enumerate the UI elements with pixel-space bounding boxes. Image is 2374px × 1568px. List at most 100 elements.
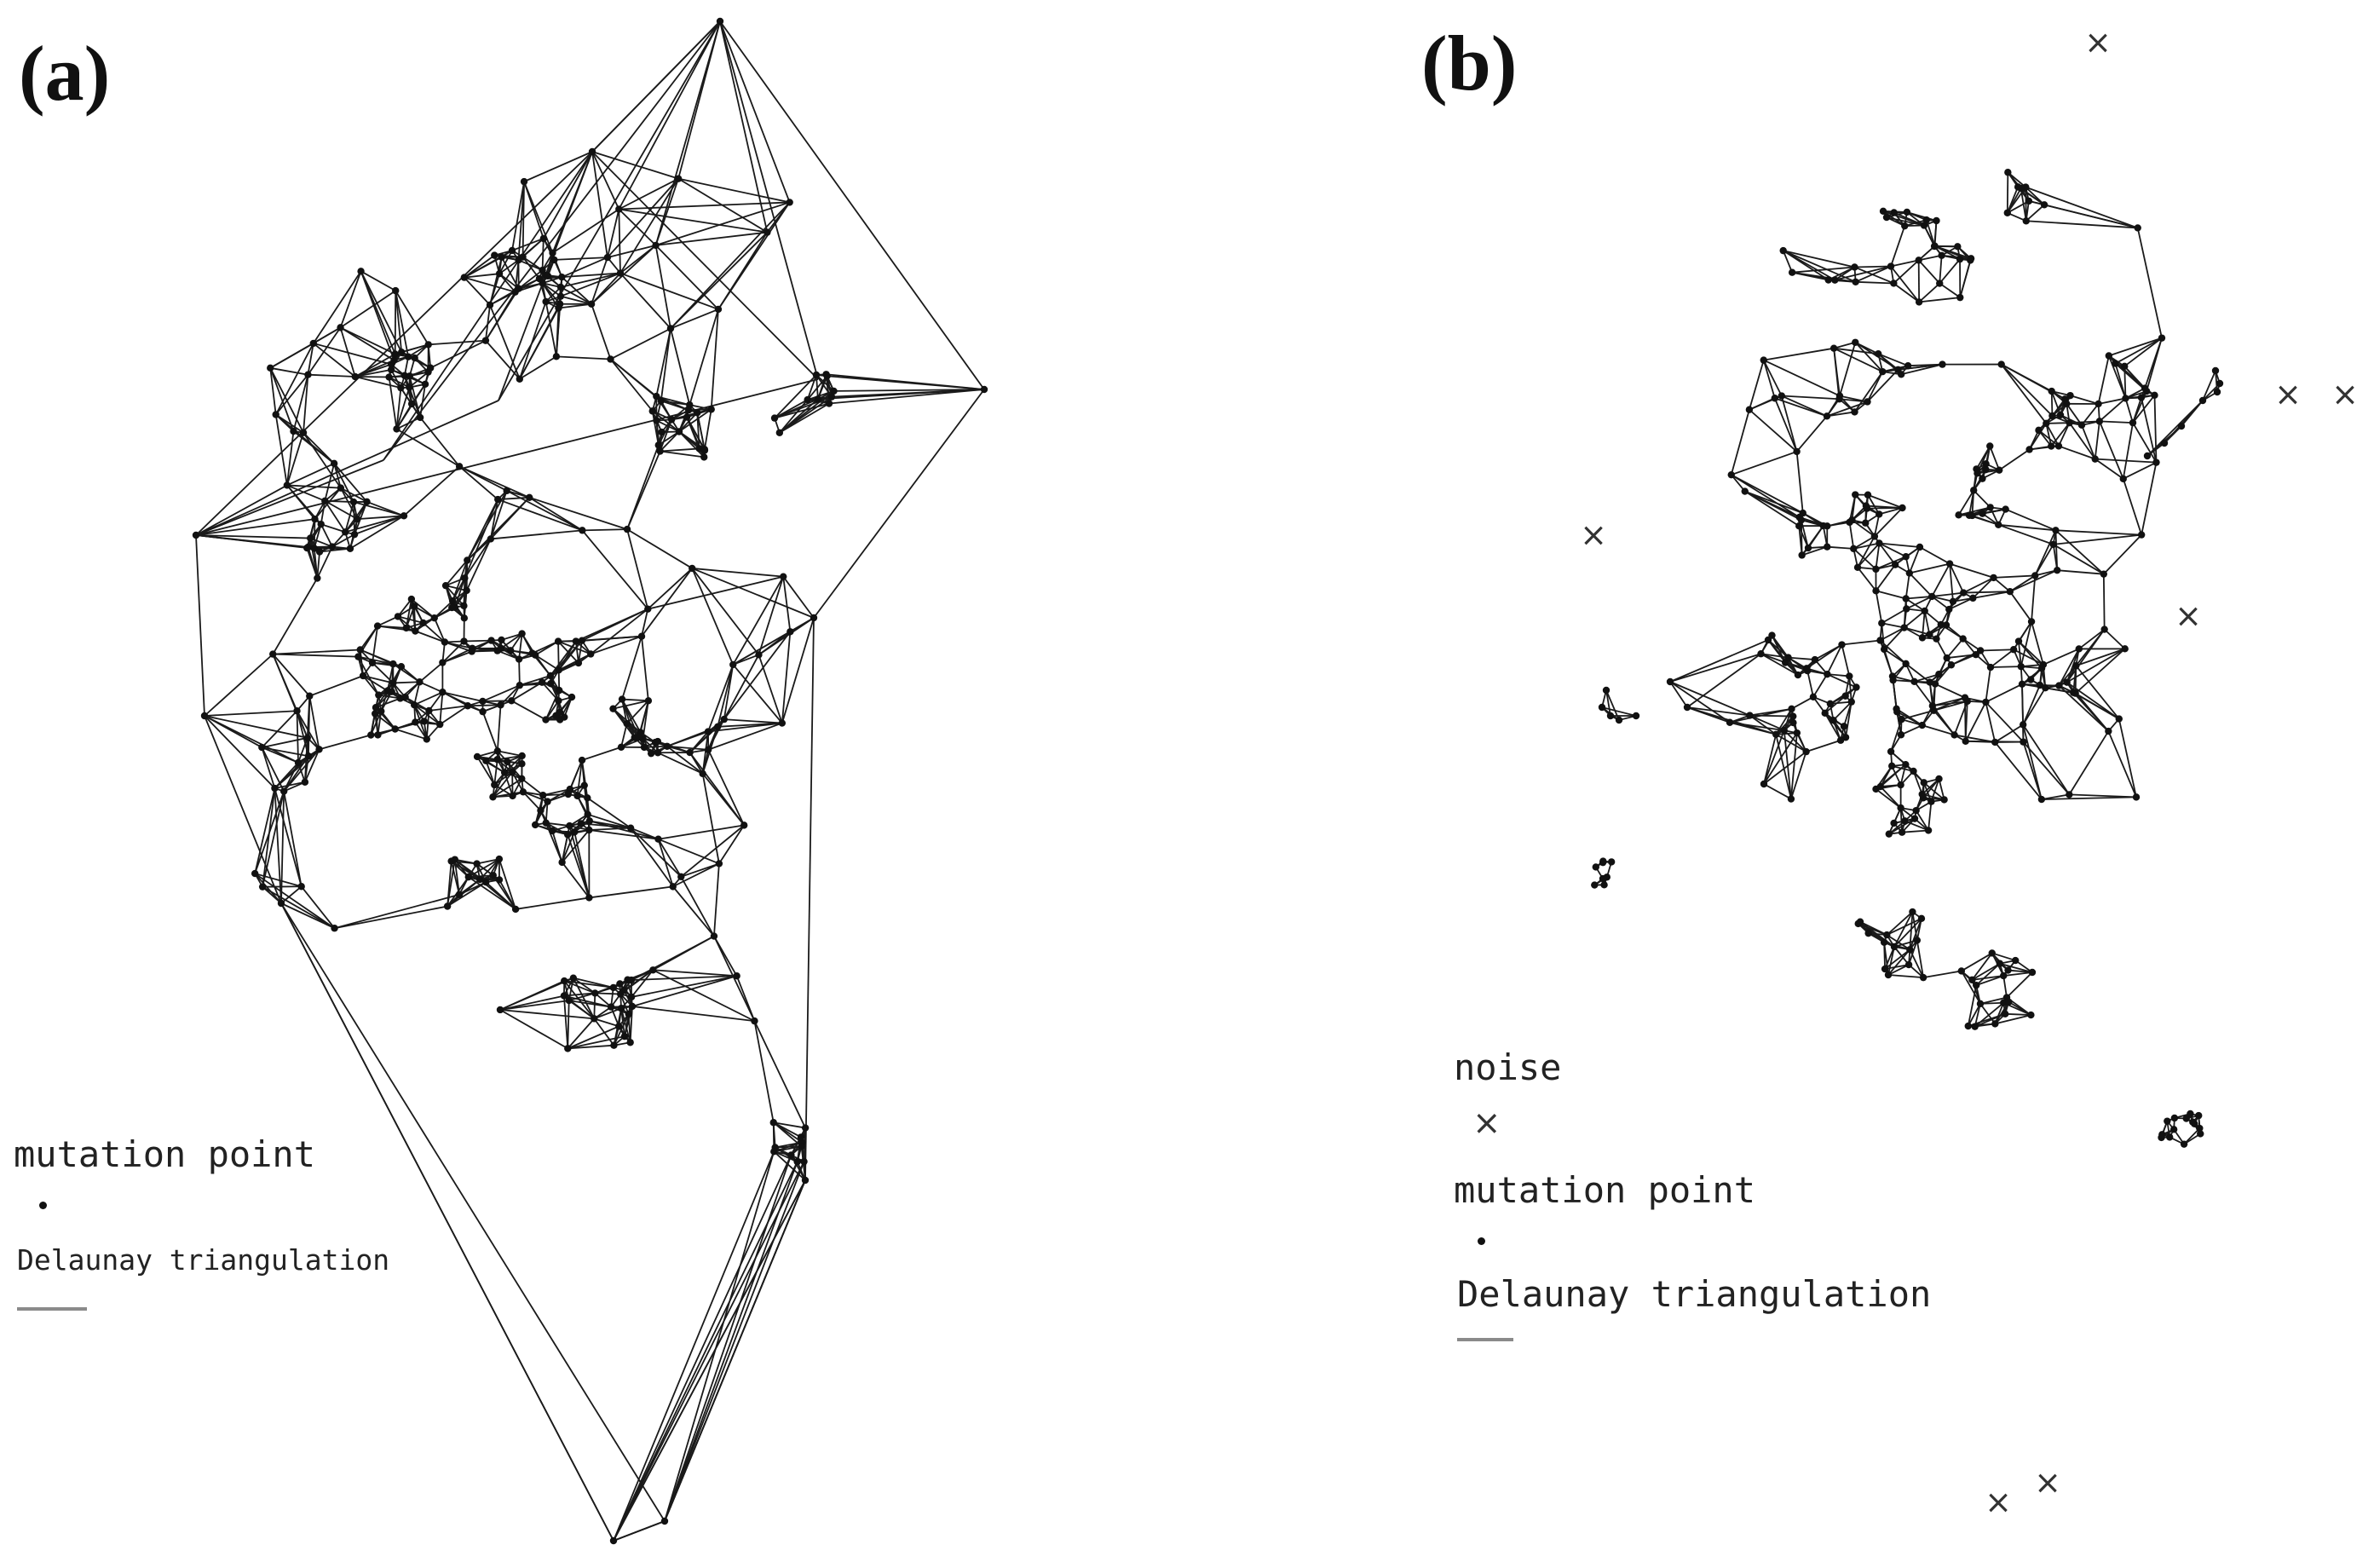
delaunay-edge [403, 465, 460, 516]
mutation-point [1973, 981, 1980, 989]
delaunay-edge [1801, 545, 1828, 556]
mutation-point [503, 487, 510, 495]
delaunay-edge [2002, 975, 2008, 998]
delaunay-edge [613, 1150, 775, 1542]
delaunay-edge [545, 822, 563, 863]
mutation-point [473, 752, 481, 761]
delaunay-edge [666, 745, 709, 751]
mutation-point [1829, 716, 1837, 724]
mutation-point [448, 597, 457, 605]
delaunay-edge [1949, 562, 1994, 579]
delaunay-edge [2068, 422, 2096, 460]
mutation-point [2211, 366, 2220, 375]
delaunay-edge [1930, 778, 1940, 803]
delaunay-edge [563, 992, 596, 997]
mutation-point [1819, 522, 1827, 530]
mutation-point [556, 708, 564, 717]
mutation-point [2121, 362, 2129, 371]
delaunay-edge [413, 682, 421, 706]
mutation-point [1745, 406, 1754, 413]
mutation-point [2132, 793, 2141, 801]
mutation-point [301, 778, 309, 786]
delaunay-edge [254, 791, 285, 874]
delaunay-edge [434, 600, 453, 619]
mutation-point [508, 697, 516, 705]
delaunay-edge [587, 813, 631, 829]
mutation-point [441, 581, 450, 590]
delaunay-edge [1890, 751, 1915, 772]
delaunay-edge [303, 374, 309, 433]
mutation-point [555, 686, 563, 695]
delaunay-edge [2070, 395, 2099, 405]
mutation-point [315, 548, 324, 556]
delaunay-edge [2058, 445, 2096, 460]
mutation-point [1784, 654, 1792, 661]
mutation-point [1876, 637, 1884, 644]
mutation-point [2095, 418, 2104, 425]
delaunay-edge [1867, 493, 1903, 509]
mutation-point [1802, 747, 1810, 756]
delaunay-edge [1954, 734, 1996, 743]
delaunay-edge [485, 759, 505, 774]
delaunay-edge [590, 608, 648, 655]
panel-label-a: (a) [19, 30, 111, 117]
mutation-point [823, 372, 831, 380]
delaunay-edge [2066, 629, 2106, 683]
mutation-point [495, 855, 504, 863]
delaunay-edge [340, 290, 396, 329]
delaunay-edge [1853, 542, 1880, 550]
delaunay-edge [707, 722, 783, 751]
mutation-point [493, 756, 501, 764]
mutation-point [1894, 366, 1902, 373]
delaunay-edge [589, 829, 659, 840]
legend-delaunay-label: Delaunay triangulation [1457, 1273, 1932, 1315]
mutation-point [1846, 672, 1853, 680]
delaunay-edge [1928, 682, 1933, 706]
delaunay-edge [1893, 918, 1922, 948]
mutation-point [479, 707, 487, 716]
delaunay-edge [498, 250, 513, 274]
delaunay-edge [545, 821, 570, 827]
delaunay-edge [476, 858, 500, 865]
delaunay-edge [1939, 258, 1961, 285]
mutation-point [2091, 455, 2099, 463]
delaunay-edge [522, 791, 548, 803]
delaunay-edge [2057, 569, 2104, 575]
mutation-point [1964, 1022, 1972, 1030]
delaunay-edge [1744, 490, 1804, 514]
delaunay-edge [492, 778, 522, 798]
delaunay-edge [1933, 220, 1938, 247]
delaunay-edge [419, 681, 443, 694]
mutation-point [654, 835, 662, 843]
delaunay-edge [1833, 341, 1856, 349]
mutation-point [2180, 1140, 2188, 1148]
mutation-point [666, 325, 675, 332]
delaunay-edge [689, 752, 745, 826]
delaunay-edge [511, 238, 545, 251]
mutation-point [1969, 487, 1978, 494]
mutation-point [546, 672, 555, 680]
delaunay-edge [1749, 714, 1794, 718]
delaunay-edge [378, 694, 400, 700]
delaunay-edge [1932, 591, 1964, 597]
mutation-point [2048, 412, 2056, 420]
legend-delaunay-label: Delaunay triangulation [17, 1243, 390, 1277]
delaunay-edge [1780, 395, 1798, 453]
delaunay-edge [1904, 610, 1926, 629]
delaunay-edge [543, 151, 593, 239]
delaunay-edge [1857, 536, 1876, 568]
mutation-point [1919, 973, 1927, 982]
delaunay-edge [2034, 544, 2054, 576]
delaunay-edge [1931, 563, 1950, 597]
delaunay-edge [613, 1161, 805, 1542]
delaunay-edge [1826, 644, 1843, 675]
delaunay-edge [497, 649, 520, 660]
mutation-point [283, 481, 291, 489]
mutation-point [1793, 729, 1801, 737]
noise-cross-icon: × [2274, 376, 2302, 413]
mutation-point [1901, 817, 1909, 825]
mutation-point [520, 177, 528, 186]
delaunay-edge [1876, 556, 1907, 570]
delaunay-edge [2018, 640, 2043, 669]
mutation-point [617, 1005, 625, 1012]
